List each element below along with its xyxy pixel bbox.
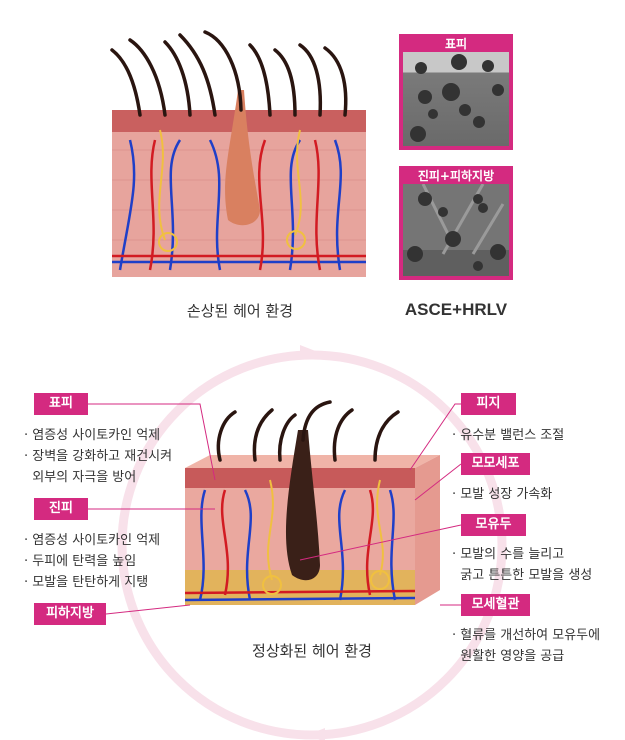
bullet: · 혈류를 개선하여 모유두에 (452, 628, 601, 643)
healthy-skin-illustration (184, 400, 440, 605)
tag-dermal-papilla: 모유두 (461, 514, 526, 536)
bullet: · 유수분 밸런스 조절 (452, 428, 565, 443)
dermal-papilla-bullets: · 모발의 수를 늘리고 굵고 튼튼한 모발을 생성 (452, 544, 592, 586)
epidermis-micrograph (403, 52, 509, 146)
sebum-bullets: · 유수분 밸런스 조절 (452, 425, 564, 446)
bullet: · 장벽을 강화하고 재건시켜 (24, 449, 173, 464)
capillary-bullets: · 혈류를 개선하여 모유두에 원활한 영양을 공급 (452, 625, 600, 667)
epidermis-bullets: · 염증성 사이토카인 억제 · 장벽을 강화하고 재건시켜 외부의 자극을 방… (24, 425, 172, 488)
dermis-fat-panel: 진피+피하지방 (399, 166, 513, 280)
tag-hair-matrix-cell: 모모세포 (461, 453, 530, 475)
epidermis-panel: 표피 (399, 34, 513, 150)
tag-dermis: 진피 (34, 498, 88, 520)
treated-caption: ASCE+HRLV (404, 300, 508, 319)
dermis-fat-micrograph (403, 184, 509, 276)
damaged-caption: 손상된 헤어 환경 (186, 302, 294, 320)
bullet: · 모발의 수를 늘리고 (452, 547, 565, 562)
panel-title: 표피 (444, 37, 468, 51)
bullet: 굵고 튼튼한 모발을 생성 (452, 568, 593, 583)
bullet: · 모발 성장 가속화 (452, 487, 553, 502)
bullet: · 두피에 탄력을 높임 (24, 554, 137, 569)
bullet: · 염증성 사이토카인 억제 (24, 533, 161, 548)
bullet: 원활한 영양을 공급 (452, 649, 565, 664)
bullet: · 모발을 탄탄하게 지탱 (24, 575, 149, 590)
tag-epidermis: 표피 (34, 393, 88, 415)
healthy-caption: 정상화된 헤어 환경 (252, 642, 372, 660)
damaged-skin-illustration (110, 30, 366, 277)
panel-title: 진피+피하지방 (417, 169, 495, 183)
hair-matrix-bullets: · 모발 성장 가속화 (452, 484, 552, 505)
bullet: 외부의 자극을 방어 (24, 470, 137, 485)
tag-capillary: 모세혈관 (461, 594, 530, 616)
dermis-bullets: · 염증성 사이토카인 억제 · 두피에 탄력을 높임 · 모발을 탄탄하게 지… (24, 530, 160, 593)
tag-subcutaneous-fat: 피하지방 (34, 603, 106, 625)
tag-sebum: 피지 (461, 393, 516, 415)
bullet: · 염증성 사이토카인 억제 (24, 428, 161, 443)
